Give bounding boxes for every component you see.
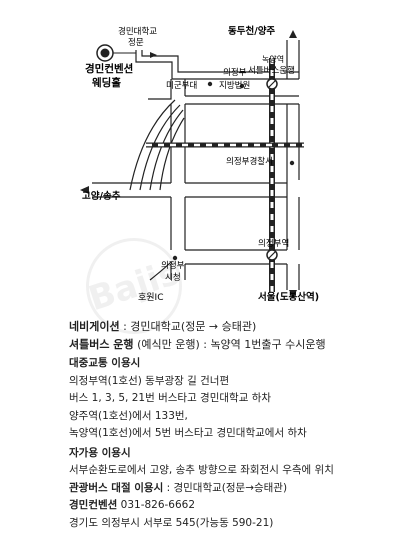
shuttle-value: (예식만 운행) : 녹양역 1번출구 수시운행 (137, 337, 326, 351)
directions-info: 네비게이션 : 경민대학교(정문 → 승태관) 셔틀버스 운행 (예식만 운행)… (69, 318, 394, 532)
map-label-nogyang: 녹양역 (262, 54, 284, 64)
map-label-police: 의정부경찰서 (226, 156, 273, 167)
nav-value: : 경민대학교(정문 → 승태관) (119, 320, 257, 333)
car-title: 자가용 이용시 (69, 446, 131, 459)
map-label-univ-gate: 경민대학교 (118, 26, 157, 37)
map-label-cityhall-2: 시청 (165, 273, 181, 283)
transit-line-3: 양주역(1호선)에서 133번, (69, 409, 188, 422)
transit-line-4: 녹양역(1호선)에서 5번 버스타고 경민대학교에서 하차 (69, 427, 307, 439)
transit-title: 대중교통 이용시 (69, 357, 141, 369)
map-label-seoul: 서울(도봉산역) (258, 291, 319, 303)
transit-line-2: 버스 1, 3, 5, 21번 버스타고 경민대학교 하차 (69, 392, 272, 404)
map-venue-name: 경민컨벤션 (85, 62, 133, 75)
map-label-dongducheon: 동두천/양주 (228, 25, 275, 37)
transit-line-1: 의정부역(1호선) 동부광장 길 건너편 (69, 374, 230, 387)
car-line-1: 서부순환도로에서 고양, 송추 방향으로 좌회전시 우측에 위치 (69, 464, 334, 476)
map-label-court: 의정부 (223, 67, 247, 78)
map-venue-name-2: 웨딩홀 (92, 76, 121, 89)
tour-label: 관광버스 대절 이용시 (69, 481, 164, 494)
shuttle-label: 셔틀버스 운행 (69, 337, 134, 351)
watermark-text: Bajis (83, 252, 185, 320)
venue-address: 경기도 의정부시 서부로 545(가능동 590-21) (69, 516, 274, 529)
tour-value: : 경민대학교(정문→승태관) (163, 481, 288, 494)
map-label-uijeongbu-station: 의정부역 (258, 238, 289, 249)
nav-label: 네비게이션 (69, 320, 120, 333)
nav-line: 네비게이션 : 경민대학교(정문 → 승태관) (69, 318, 394, 336)
location-map: 경민컨벤션 웨딩홀 경민대학교 정문 동두천/양주 녹양역 서틀버스운행 의정부… (80, 25, 319, 303)
venue-contact-label: 경민컨벤션 (69, 499, 118, 511)
map-label-nogyang-2: 서틀버스운행 (248, 65, 295, 76)
venue-phone: 031-826-6662 (117, 499, 196, 511)
map-label-homewon: 호원IC (138, 292, 164, 303)
tour-line: 관광버스 대절 이용시 : 경민대학교(정문→승태관) (69, 480, 394, 498)
venue-contact-line: 경민컨벤션 031-826-6662 (69, 497, 394, 515)
shuttle-line: 셔틀버스 운행 (예식만 운행) : 녹양역 1번출구 수시운행 (69, 336, 394, 354)
map-label-univ-gate-2: 정문 (128, 37, 144, 48)
map-label-court-2: 지방법원 (219, 80, 250, 91)
map-label-army: 미군부대 (166, 81, 197, 91)
map-label-cityhall: 의정부 (161, 260, 185, 271)
map-label-goyang: 고양/송추 (82, 190, 121, 202)
